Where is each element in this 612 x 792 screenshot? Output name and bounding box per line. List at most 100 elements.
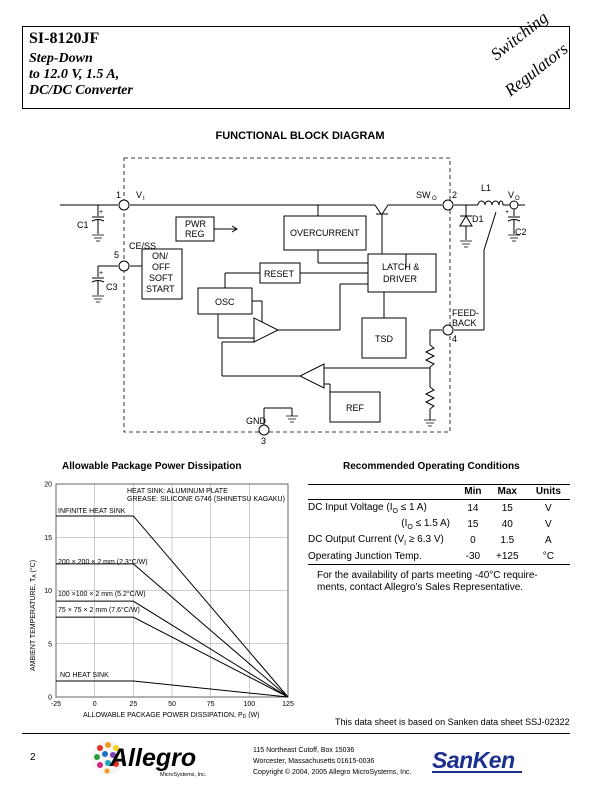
footer-rule	[22, 733, 570, 734]
allegro-logo: Allegro MicroSystems, Inc.	[91, 741, 207, 778]
soft-start-label-1: ON/	[152, 251, 169, 261]
source-note: This data sheet is based on Sanken data …	[335, 717, 570, 727]
ic-outline	[123, 157, 451, 433]
allegro-wordmark: Allegro	[109, 744, 196, 772]
series-label-75: 75 × 75 × 2 mm (7.6°C/W)	[58, 606, 140, 614]
feedback-label-1: FEED-	[452, 308, 479, 318]
pwm-comparator	[253, 317, 280, 343]
table-row: (IO ≤ 1.5 A) 15 40 V	[308, 516, 570, 532]
pin-4	[442, 324, 454, 336]
svg-text:+: +	[505, 209, 509, 216]
soft-start-label-4: START	[146, 284, 175, 294]
subtitle-line-1: Step-Down	[29, 51, 93, 66]
y-axis-label: AMBIENT TEMPERATURE, TA (°C)	[29, 560, 38, 671]
pin-1	[118, 199, 130, 211]
part-number: SI-8120JF	[29, 30, 100, 47]
vo-terminal	[509, 200, 519, 210]
x-tick-label: 100	[243, 701, 255, 708]
vo-label: V	[508, 190, 514, 200]
table-row: Operating Junction Temp. -30 +125 °C	[308, 548, 570, 564]
col-header-max: Max	[487, 485, 527, 500]
series-line-3	[56, 616, 289, 698]
row-param: DC Output Current (VI ≥ 6.3 V)	[308, 533, 444, 547]
x-tick-label: 75	[207, 701, 215, 708]
x-tick-label: 25	[129, 701, 137, 708]
pin-3	[258, 424, 270, 436]
allegro-tagline: MicroSystems, Inc.	[160, 772, 207, 778]
x-tick-label: 50	[168, 701, 176, 708]
series-line-4	[56, 680, 289, 698]
allegro-dot-mark	[91, 741, 125, 775]
series-line-1	[56, 563, 289, 698]
conditions-title: Recommended Operating Conditions	[343, 461, 520, 472]
l1-label: L1	[481, 183, 491, 193]
row-unit: °C	[542, 550, 554, 562]
row-param: DC Input Voltage (IO ≤ 1 A)	[308, 501, 427, 515]
feedback-resistor-top	[424, 344, 436, 368]
chart-note-2: GREASE: SILICONE G746 (SHINETSU KAGAKU)	[127, 496, 285, 503]
row-param: Operating Junction Temp.	[308, 550, 422, 562]
d1-label: D1	[472, 214, 484, 224]
copyright: Copyright © 2004, 2005 Allegro MicroSyst…	[253, 769, 412, 776]
table-row: DC Output Current (VI ≥ 6.3 V) 0 1.5 A	[308, 532, 570, 548]
chart-series	[56, 515, 289, 698]
series-line-2	[56, 600, 289, 698]
series-line-0	[56, 515, 289, 698]
vi-subscript: I	[143, 196, 145, 202]
table-row: DC Input Voltage (IO ≤ 1 A) 14 15 V	[308, 500, 570, 517]
row-min: 0	[470, 534, 476, 546]
reset-label: RESET	[264, 269, 295, 279]
col-header-param	[308, 485, 458, 500]
col-header-units: Units	[526, 485, 570, 500]
cess-label: CE/SS	[129, 241, 156, 251]
overcurrent-block	[283, 215, 367, 251]
pin-5	[118, 260, 130, 272]
row-unit: V	[545, 502, 552, 514]
y-tick-label: 0	[48, 695, 52, 702]
y-tick-label: 5	[48, 641, 52, 648]
vo-subscript: O	[515, 196, 520, 202]
ref-label: REF	[346, 403, 365, 413]
row-max: +125	[496, 550, 519, 562]
x-tick-label: 0	[93, 701, 97, 708]
subtitle-line-3: DC/DC Converter	[29, 83, 133, 98]
x-tick-label: -25	[51, 701, 61, 708]
pwr-reg-block	[175, 216, 215, 242]
functional-block-diagram: 1 V I 5 CE/SS SW O 2 FEED- BACK 4 GND 3 …	[60, 157, 527, 446]
header-box: SI-8120JF Step-Down to 12.0 V, 1.5 A, DC…	[22, 8, 571, 109]
pin-1-number: 1	[116, 190, 121, 200]
pin-2-number: 2	[452, 190, 457, 200]
diode-d1	[459, 215, 473, 227]
svg-text:+: +	[99, 270, 103, 277]
tsd-label: TSD	[375, 334, 394, 344]
row-max: 15	[501, 502, 513, 514]
series-label-infinite: INFINITE HEAT SINK	[58, 508, 126, 515]
swo-label: SW	[416, 190, 431, 200]
pin-3-number: 3	[261, 436, 266, 446]
series-label-no-heat-sink: NO HEAT SINK	[60, 672, 109, 679]
pin-5-number: 5	[114, 250, 119, 260]
row-param: (IO ≤ 1.5 A)	[401, 517, 450, 531]
latch-driver-block	[367, 253, 437, 293]
derating-chart-title: Allowable Package Power Dissipation	[62, 461, 242, 472]
y-tick-label: 20	[44, 482, 52, 489]
availability-note-1: For the availability of parts meeting -4…	[317, 570, 538, 581]
latch-label-2: DRIVER	[383, 274, 418, 284]
gnd-label: GND	[246, 416, 267, 426]
soft-start-block	[141, 248, 183, 300]
row-min: -30	[465, 550, 481, 562]
page-number: 2	[30, 752, 36, 763]
x-axis-label: ALLOWABLE PACKAGE POWER DISSIPATION, PD …	[83, 712, 259, 720]
pin-2	[442, 199, 454, 211]
row-max: 1.5	[500, 534, 515, 546]
row-unit: A	[545, 534, 552, 546]
conditions-table: Min Max Units DC Input Voltage (IO ≤ 1 A…	[308, 484, 570, 565]
chart-note-1: HEAT SINK: ALUMINUM PLATE	[127, 488, 228, 495]
soft-start-label-2: OFF	[152, 262, 170, 272]
c3-label: C3	[106, 282, 118, 292]
sanken-wordmark: SanKen	[432, 747, 515, 773]
tsd-block	[361, 317, 407, 359]
sanken-logo: SanKen	[432, 747, 522, 773]
